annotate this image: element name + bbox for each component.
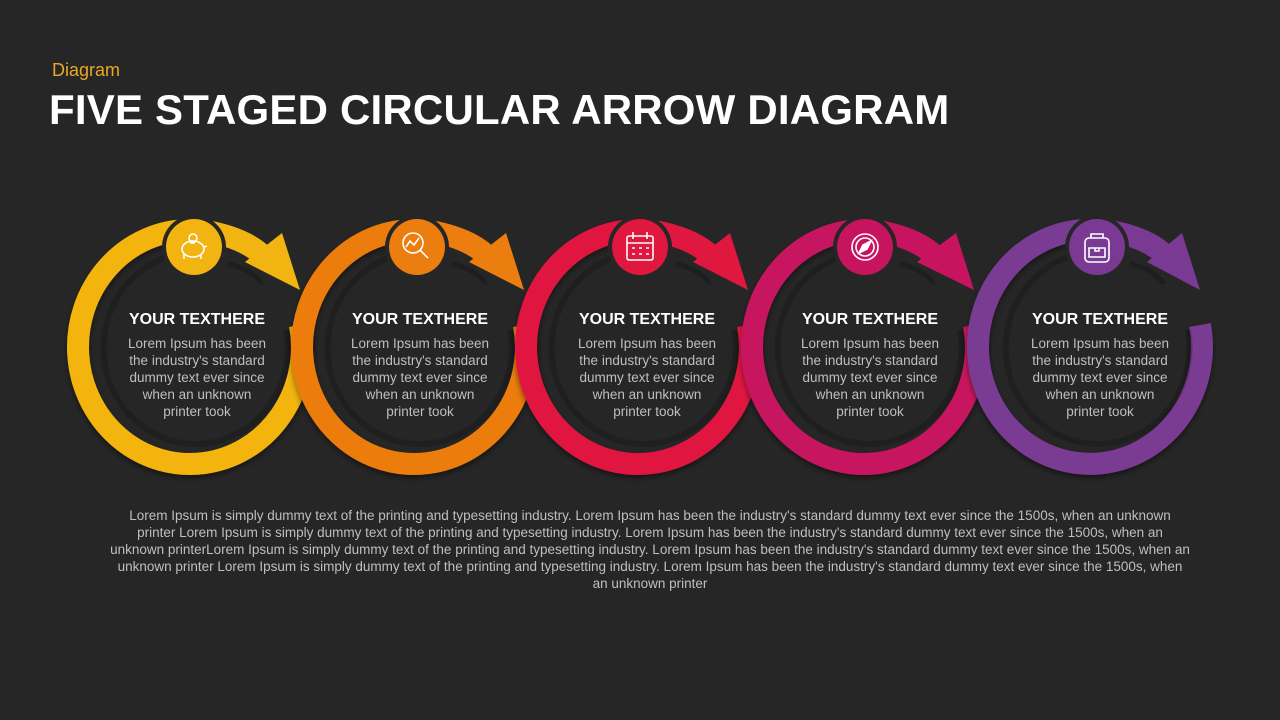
stage-4-body: Lorem Ipsum has been the industry's stan… — [800, 336, 940, 419]
stage-1-text: YOUR TEXTHERE Lorem Ipsum has been the i… — [97, 311, 297, 420]
stage-5-heading: YOUR TEXTHERE — [1031, 311, 1168, 328]
stage-2-body: Lorem Ipsum has been the industry's stan… — [350, 336, 490, 419]
stage-3-icon-badge — [612, 219, 668, 275]
stage-3-body: Lorem Ipsum has been the industry's stan… — [577, 336, 717, 419]
stage-5-body: Lorem Ipsum has been the industry's stan… — [1030, 336, 1170, 419]
stage-4-text: YOUR TEXTHERE Lorem Ipsum has been the i… — [770, 311, 970, 420]
stage-1-arrowhead — [245, 233, 300, 290]
piggy-bank-icon — [181, 233, 208, 259]
stage-5-ring — [967, 215, 1213, 475]
stage-2-arrowhead — [469, 233, 524, 290]
stage-5-icon-badge — [1069, 219, 1125, 275]
calendar-icon — [626, 232, 654, 261]
stage-5-text: YOUR TEXTHERE Lorem Ipsum has been the i… — [1000, 311, 1200, 420]
stage-3-heading: YOUR TEXTHERE — [578, 311, 715, 328]
backpack-icon — [1084, 233, 1110, 263]
category-label: Diagram — [52, 60, 121, 80]
compass-icon — [851, 233, 879, 261]
stage-1-body: Lorem Ipsum has been the industry's stan… — [127, 336, 267, 419]
stage-4-arrowhead — [917, 233, 974, 290]
stage-3-text: YOUR TEXTHERE Lorem Ipsum has been the i… — [547, 311, 747, 420]
stage-2-text: YOUR TEXTHERE Lorem Ipsum has been the i… — [320, 311, 520, 420]
stage-2-icon-badge — [389, 219, 445, 275]
stage-5-arrowhead — [1147, 233, 1200, 290]
magnifier-chart-icon — [402, 232, 429, 259]
stage-1-icon-badge — [166, 219, 222, 275]
stage-3-ring — [515, 215, 761, 475]
stage-2-ring — [291, 215, 537, 475]
footer-paragraph: Lorem Ipsum is simply dummy text of the … — [110, 508, 1190, 591]
stage-4-ring — [741, 215, 987, 475]
stage-1-ring — [67, 215, 313, 475]
stage-3-arrowhead — [693, 233, 748, 290]
page-title: FIVE STAGED CIRCULAR ARROW DIAGRAM — [49, 86, 950, 133]
stage-4-heading: YOUR TEXTHERE — [801, 311, 938, 328]
stage-2-heading: YOUR TEXTHERE — [351, 311, 488, 328]
stage-1-heading: YOUR TEXTHERE — [128, 311, 265, 328]
